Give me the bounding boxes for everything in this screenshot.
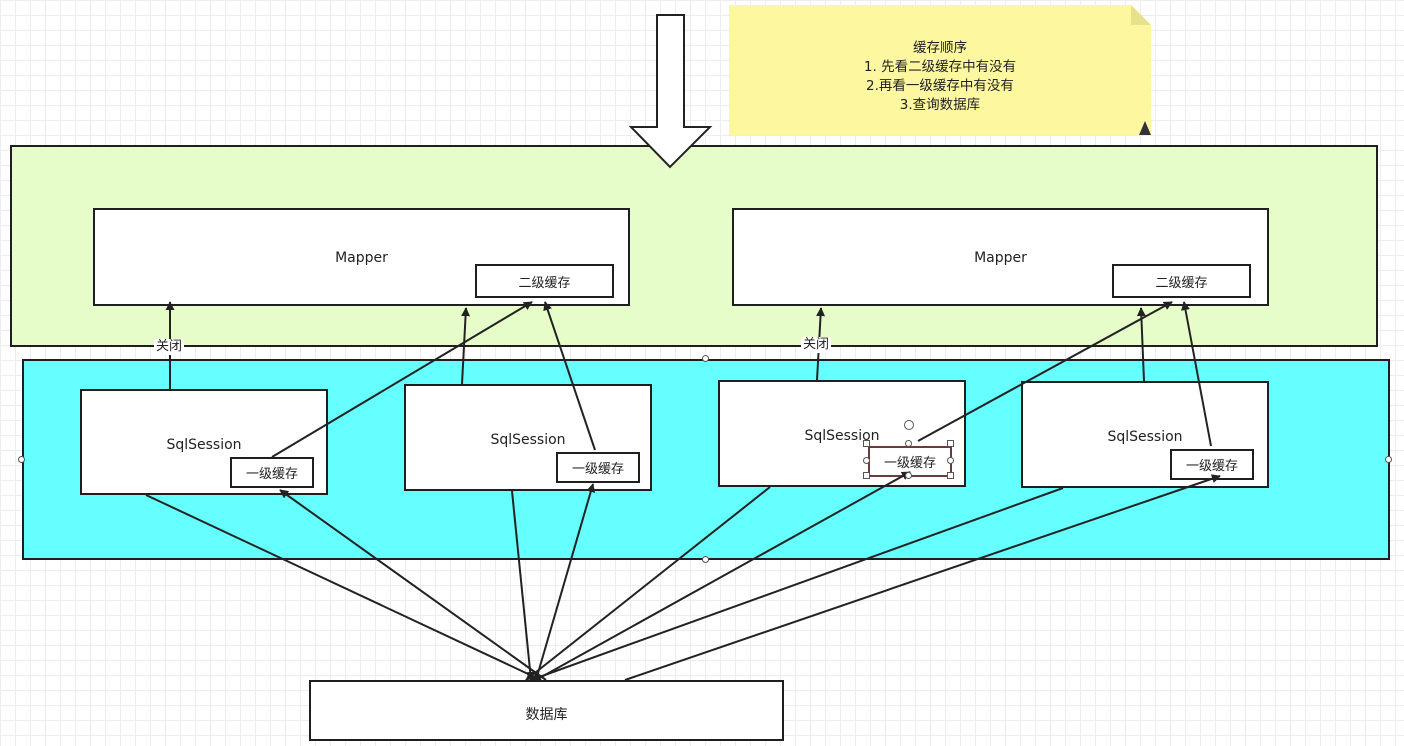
session3-cache-to-l2-arrow xyxy=(917,301,1173,442)
session2-cache-to-l2-arrow xyxy=(543,301,596,451)
query-flow-arrow xyxy=(628,14,713,169)
session1-to-db-arrow xyxy=(145,494,542,681)
second-level-cache-right[interactable]: 二级缓存 xyxy=(1112,264,1251,298)
mapper-box-left[interactable]: Mapper 二级缓存 xyxy=(93,208,630,306)
selection-handle[interactable] xyxy=(947,457,954,464)
selection-handle[interactable] xyxy=(905,440,912,447)
sqlsession-box-2[interactable]: SqlSession 一级缓存 xyxy=(404,384,652,491)
sqlsession-box-4[interactable]: SqlSession 一级缓存 xyxy=(1021,381,1269,488)
resize-handle[interactable] xyxy=(947,472,954,479)
mapper-label: Mapper xyxy=(335,250,388,266)
selection-handle[interactable] xyxy=(1385,456,1392,463)
session2-to-mapper-arrow xyxy=(461,307,471,385)
note-title: 缓存顺序 xyxy=(913,40,967,56)
db-to-session4-cache-arrow xyxy=(624,474,1221,681)
close-label-left: 关闭 xyxy=(154,339,185,355)
resize-handle[interactable] xyxy=(947,440,954,447)
first-level-cache-1[interactable]: 一级缓存 xyxy=(230,457,314,488)
sqlsession-label: SqlSession xyxy=(166,437,242,453)
session1-cache-to-l2-arrow xyxy=(271,301,533,458)
mapper-label: Mapper xyxy=(974,250,1027,266)
second-level-cache-left[interactable]: 二级缓存 xyxy=(475,264,614,298)
session2-to-db-arrow xyxy=(511,490,535,681)
session3-to-db-arrow xyxy=(525,486,771,681)
rotate-handle[interactable] xyxy=(904,420,914,430)
selection-handle[interactable] xyxy=(905,472,912,479)
sqlsession-label: SqlSession xyxy=(1107,429,1183,445)
selection-handle[interactable] xyxy=(702,556,709,563)
database-label: 数据库 xyxy=(525,707,568,723)
database-box[interactable]: 数据库 xyxy=(309,680,784,741)
session4-to-mapper-arrow xyxy=(1136,307,1146,382)
cache-order-note[interactable]: 缓存顺序 1. 先看二级缓存中有没有 2.再看一级缓存中有没有 3.查询数据库 xyxy=(729,5,1151,135)
sqlsession-box-3[interactable]: SqlSession 一级缓存 xyxy=(718,380,966,487)
session4-cache-to-l2-arrow xyxy=(1181,301,1212,447)
sqlsession-label: SqlSession xyxy=(804,428,880,444)
sqlsession-box-1[interactable]: SqlSession 一级缓存 xyxy=(80,389,328,495)
note-shape xyxy=(729,5,1151,135)
db-to-session1-cache-arrow xyxy=(279,489,547,681)
session4-to-db-arrow xyxy=(530,487,1064,682)
selection-handle[interactable] xyxy=(18,456,25,463)
note-line-1: 1. 先看二级缓存中有没有 xyxy=(863,59,1017,75)
mapper-box-right[interactable]: Mapper 二级缓存 xyxy=(732,208,1269,306)
selection-handle[interactable] xyxy=(702,355,709,362)
resize-handle[interactable] xyxy=(863,472,870,479)
first-level-cache-4[interactable]: 一级缓存 xyxy=(1170,449,1254,480)
db-to-session2-cache-arrow xyxy=(535,483,596,681)
resize-handle[interactable] xyxy=(863,440,870,447)
note-line-2: 2.再看一级缓存中有没有 xyxy=(866,78,1014,94)
selection-handle[interactable] xyxy=(863,457,870,464)
note-line-3: 3.查询数据库 xyxy=(899,97,981,113)
first-level-cache-2[interactable]: 一级缓存 xyxy=(556,452,640,483)
note-text: 缓存顺序 1. 先看二级缓存中有没有 2.再看一级缓存中有没有 3.查询数据库 xyxy=(729,39,1151,115)
sqlsession-label: SqlSession xyxy=(490,432,566,448)
db-to-session3-cache-arrow xyxy=(535,471,911,681)
close-label-right: 关闭 xyxy=(801,337,832,353)
